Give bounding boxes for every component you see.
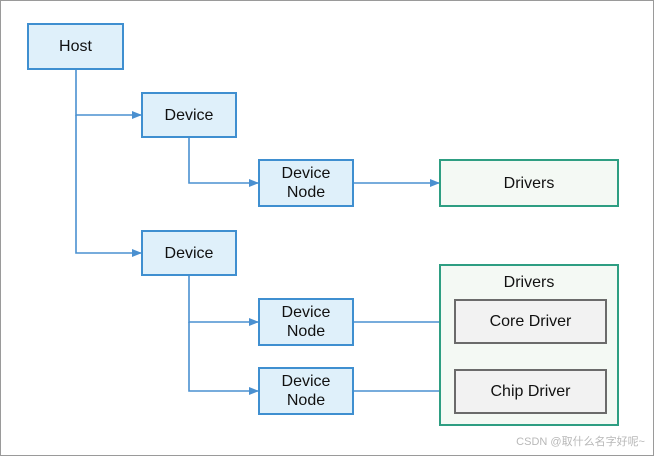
- drivers-label: Drivers: [503, 174, 555, 192]
- drivers-box: Drivers: [439, 159, 619, 207]
- device-box-1: Device: [141, 92, 237, 138]
- device-node-box-2: Device Node: [258, 298, 354, 346]
- device-node-box-3: Device Node: [258, 367, 354, 415]
- core-driver-label: Core Driver: [489, 313, 572, 330]
- host-box: Host: [27, 23, 124, 70]
- device-node-box-1: Device Node: [258, 159, 354, 207]
- device-node-label-2: Device Node: [281, 304, 331, 340]
- connector-host-device-2: [75, 115, 142, 257]
- watermark-text: CSDN @取什么名字好呢~: [516, 436, 645, 448]
- connector-device-2-node-3: [188, 322, 259, 395]
- device-label-2: Device: [164, 244, 214, 262]
- device-box-2: Device: [141, 230, 237, 276]
- host-label: Host: [59, 38, 92, 55]
- chip-driver-box: Chip Driver: [454, 369, 607, 414]
- device-node-label-3: Device Node: [281, 373, 331, 409]
- connector-host-device-1: [75, 70, 142, 119]
- chip-driver-label: Chip Driver: [490, 383, 571, 400]
- device-node-label-1: Device Node: [281, 165, 331, 201]
- drivers-group-title: Drivers: [503, 274, 555, 291]
- connector-device-1-node-1: [188, 138, 259, 187]
- core-driver-box: Core Driver: [454, 299, 607, 344]
- connector-device-2-node-2: [188, 276, 259, 326]
- device-label-1: Device: [164, 106, 214, 124]
